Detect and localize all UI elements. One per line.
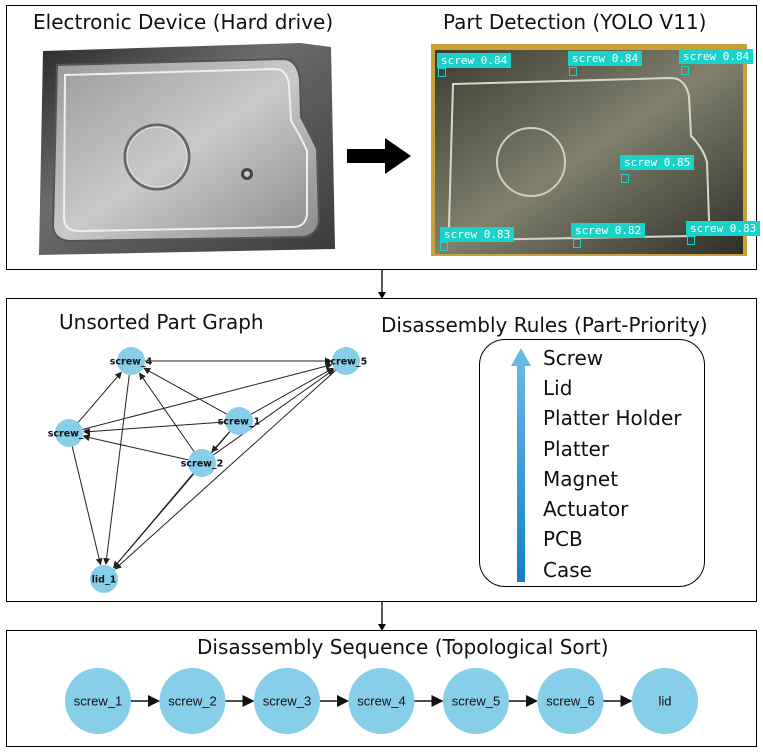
sequence-title: Disassembly Sequence (Topological Sort) (197, 635, 609, 659)
analysis-panel: Unsorted Part Graph Disassembly Rules (P… (6, 298, 757, 602)
rule-item: Case (543, 558, 592, 582)
sequence-node (159, 668, 226, 734)
graph-edge (103, 374, 130, 566)
rule-item: Actuator (543, 497, 629, 521)
graph-node (188, 449, 216, 477)
priority-arrow-icon (511, 348, 531, 582)
graph-edge (82, 421, 226, 436)
detection-label: screw 0.82 (571, 223, 646, 238)
graph-node (117, 347, 145, 375)
detection-box (440, 242, 448, 251)
graph-node-label: screw_3 (48, 429, 91, 440)
detection-label: screw 0.83 (440, 227, 515, 242)
sequence-node (632, 668, 698, 734)
rule-item: Screw (543, 346, 604, 370)
sequence-node (537, 668, 604, 734)
graph-edge (71, 446, 103, 566)
sequence-node-label: screw_3 (263, 694, 311, 709)
sequence-graph: screw_1 screw_2 screw_3 screw_4 screw_5 screw… (65, 668, 698, 734)
sequence-node-label: screw_6 (546, 694, 594, 709)
graph-node (225, 407, 253, 435)
graph-node (90, 565, 118, 593)
detection-title: Part Detection (YOLO V11) (443, 10, 707, 34)
graph-node-label: screw_2 (181, 459, 224, 470)
detection-box (438, 68, 446, 77)
sequence-panel: Disassembly Sequence (Topological Sort) … (6, 630, 757, 747)
flow-arrow-icon (347, 138, 411, 174)
detection-label: screw 0.85 (620, 155, 695, 170)
device-title: Electronic Device (Hard drive) (33, 10, 334, 34)
detection-box (569, 67, 577, 76)
graph-edge (138, 372, 195, 452)
sequence-node-label: screw_1 (74, 694, 122, 709)
sequence-node-label: lid (658, 694, 671, 709)
graph-node-label: screw_5 (325, 357, 368, 368)
detection-label: screw 0.84 (437, 53, 512, 68)
hard-drive-photo (39, 43, 335, 255)
part-graph: screw_4 screw_5 screw_1 screw_3 screw_2 lid_1 (48, 347, 368, 593)
sequence-node (65, 668, 131, 734)
rules-box: Screw Lid Platter Holder Platter Magnet … (479, 339, 705, 587)
graph-edge (82, 434, 189, 461)
sequence-node (443, 668, 509, 734)
sequence-node (348, 668, 415, 734)
graph-node-label: screw_4 (110, 357, 153, 368)
sequence-node-label: screw_2 (168, 694, 216, 709)
graph-edge (113, 473, 194, 569)
down-arrow-icon (378, 270, 386, 299)
graph-title: Unsorted Part Graph (59, 310, 264, 334)
graph-node-label: lid_1 (92, 575, 117, 586)
sequence-node (254, 668, 320, 734)
graph-edge (250, 367, 334, 415)
detection-box (687, 236, 695, 245)
detection-label: screw 0.83 (686, 221, 761, 236)
graph-node-label: screw_1 (218, 417, 261, 428)
rule-item: Magnet (543, 467, 619, 491)
detection-box (621, 174, 629, 183)
graph-edge (143, 367, 228, 415)
down-arrow-icon (378, 602, 386, 631)
graph-edge (77, 371, 122, 423)
rule-item: Platter Holder (543, 406, 682, 430)
sequence-node-label: screw_5 (452, 694, 500, 709)
rule-item: Lid (543, 376, 573, 400)
graph-node (55, 419, 83, 447)
detection-label: screw 0.84 (568, 51, 643, 66)
detection-label: screw 0.84 (679, 49, 754, 64)
input-panel: Electronic Device (Hard drive) Part Dete… (6, 5, 761, 270)
graph-edge (213, 369, 335, 456)
graph-node (332, 347, 360, 375)
graph-edge (114, 369, 336, 570)
rule-item: Platter (543, 437, 610, 461)
sequence-node-label: screw_4 (357, 694, 405, 709)
detection-box (573, 239, 581, 248)
rules-title: Disassembly Rules (Part-Priority) (381, 313, 708, 337)
rule-item: PCB (543, 527, 583, 551)
detection-box (681, 66, 689, 75)
